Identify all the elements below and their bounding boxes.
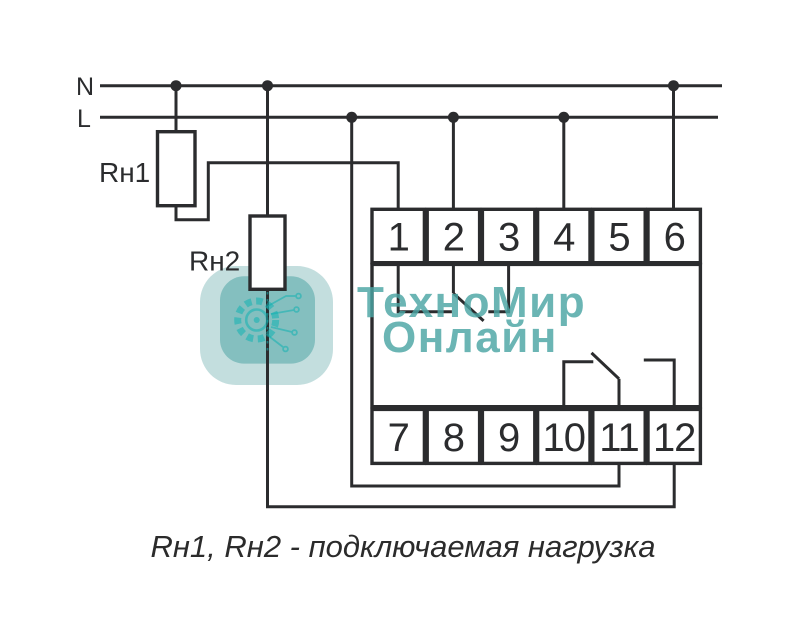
terminal-box-9	[480, 407, 537, 466]
resistor-rn2	[248, 214, 287, 292]
junction-dot	[262, 80, 273, 92]
l-label: L	[77, 105, 91, 133]
power-rails	[100, 84, 722, 119]
contact-group-1	[396, 264, 511, 323]
terminal-label-4: 4	[553, 216, 575, 260]
l-to-terminal11-wire	[350, 117, 621, 488]
resistor-rn1	[155, 129, 197, 208]
terminal-label-11: 11	[599, 416, 639, 460]
rn2-label: Rн2	[189, 246, 240, 277]
junction-dot	[170, 80, 182, 92]
terminal-label-1: 1	[388, 216, 409, 260]
contact2-fixed-terminal12	[643, 358, 676, 407]
terminal-label-2: 2	[443, 216, 464, 260]
junction-dots	[170, 80, 679, 123]
bottom-terminal-row: 7 8 9 10 11 12	[370, 407, 703, 466]
terminal-box-12	[646, 407, 703, 466]
n-label: N	[76, 73, 94, 101]
terminal-label-3: 3	[498, 216, 519, 260]
terminal-box-7	[370, 407, 427, 466]
terminal-box-1	[370, 207, 427, 265]
terminal-box-10	[535, 407, 592, 466]
terminal-label-8: 8	[443, 416, 464, 460]
terminal-box-8	[425, 407, 482, 466]
terminal-label-12: 12	[653, 416, 696, 460]
rn1-label: Rн1	[99, 157, 150, 188]
terminal-box-3	[480, 207, 537, 265]
terminal-label-9: 9	[498, 416, 519, 460]
gear-hub	[253, 317, 260, 323]
circuit-traces-icon	[265, 292, 302, 353]
contact1-fixed-terminal1	[396, 264, 452, 314]
terminal-box-2	[425, 207, 482, 265]
watermark-text-line2: Онлайн	[382, 313, 558, 362]
external-wires	[174, 85, 676, 509]
contact2-blade	[590, 351, 621, 380]
terminal-box-6	[646, 207, 703, 265]
terminal-label-6: 6	[664, 216, 685, 260]
terminal-label-7: 7	[388, 416, 409, 460]
contact2-fixed-terminal10	[562, 360, 594, 407]
terminal-box-11	[591, 407, 647, 466]
relay-body	[370, 262, 703, 409]
caption: Rн1, Rн2 - подключаемая нагрузка	[150, 529, 655, 564]
junction-dot	[558, 111, 570, 123]
terminal-box-5	[591, 207, 647, 265]
contact-group-2	[562, 351, 676, 407]
watermark-text-line1: ТехноМир	[357, 278, 586, 327]
contact1-fixed-terminal3	[488, 264, 511, 314]
gear-icon	[234, 292, 302, 353]
terminal-label-5: 5	[608, 216, 629, 260]
gear-teeth	[234, 297, 280, 343]
contact1-blade	[452, 292, 485, 323]
junction-dot	[447, 111, 459, 123]
top-terminal-row: 1 2 3 4 5 6	[370, 207, 703, 265]
junction-dot	[668, 80, 679, 92]
rn2-to-terminal12-wire	[266, 289, 676, 509]
junction-dot	[346, 111, 358, 123]
terminal-label-10: 10	[543, 416, 586, 460]
rn1-to-terminal1-wire	[174, 161, 400, 222]
terminal-box-4	[535, 207, 592, 265]
